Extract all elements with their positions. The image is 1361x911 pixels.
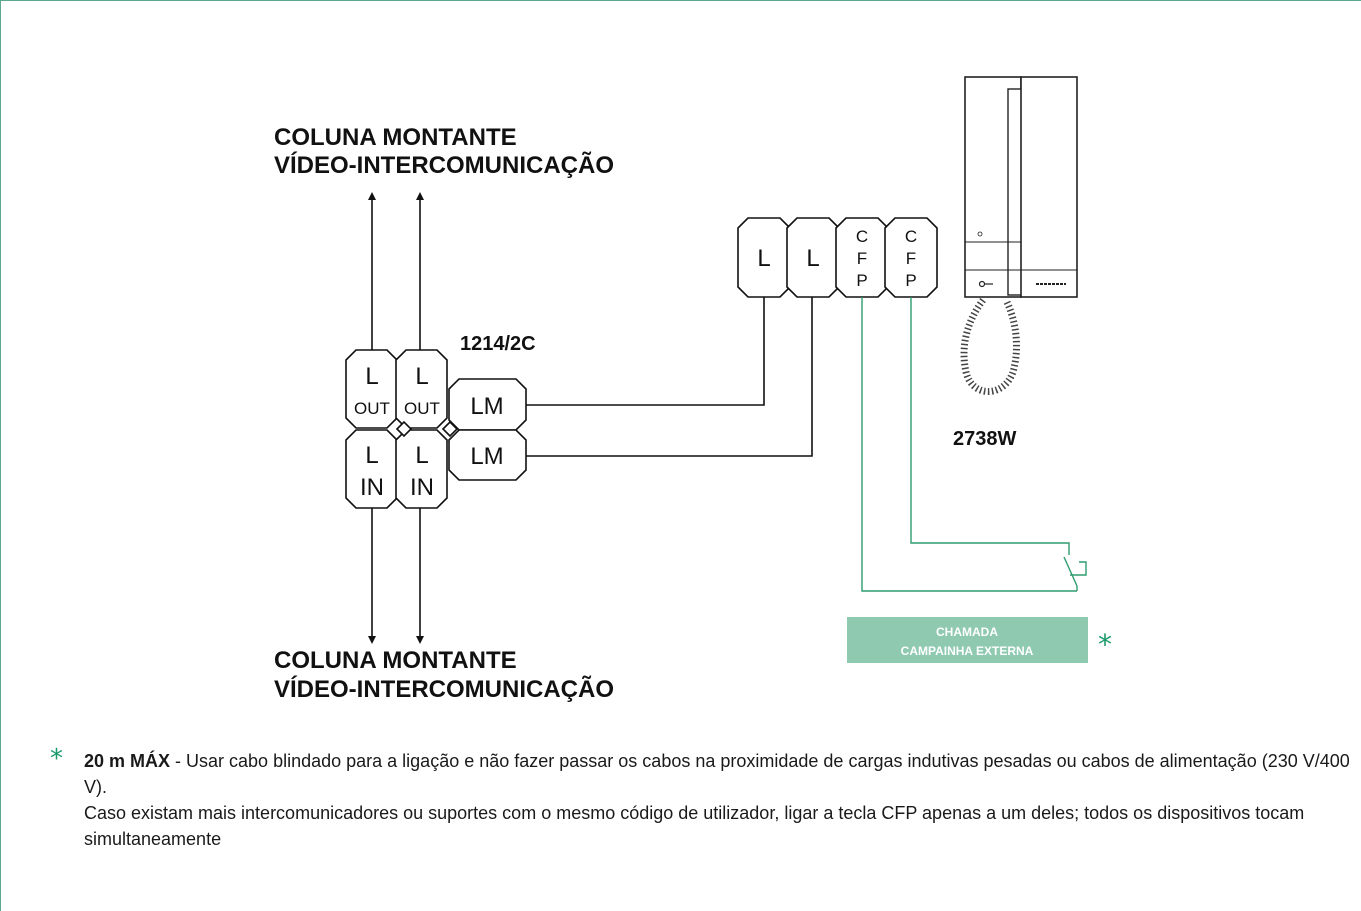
note-paragraph-2: Caso existam mais intercomunicadores ou … <box>84 803 1305 849</box>
lm-terminal-2-label: LM <box>470 443 503 470</box>
cfp-wire-1 <box>861 297 1077 592</box>
door-key-icon <box>978 280 993 288</box>
call-box-line1: CHAMADA <box>936 625 998 639</box>
lm-wires <box>526 297 813 457</box>
riser-top-line1: COLUNA MONTANTE <box>274 124 517 151</box>
riser-top-line2: VÍDEO-INTERCOMUNICAÇÃO <box>274 151 614 179</box>
phone-terminal-strip <box>737 217 938 298</box>
intercom-device <box>960 76 1078 395</box>
junction-diamond-2 <box>441 420 459 438</box>
cfp1-p: P <box>856 271 867 290</box>
cfp-wires <box>861 297 1087 592</box>
cfp2-c: C <box>905 227 917 246</box>
phone-terminal-l1-label: L <box>757 245 770 272</box>
out-terminal-2-bottom: OUT <box>404 399 440 418</box>
in-terminal-2 <box>395 429 448 509</box>
switch-contact-lever <box>1063 556 1078 587</box>
cfp2-f: F <box>906 249 916 268</box>
lm-terminal-2 <box>448 429 527 481</box>
cfp2-p: P <box>905 271 916 290</box>
distributor-block <box>345 349 527 509</box>
note-paragraph-1: 20 m MÁX - Usar cabo blindado para a lig… <box>84 748 1354 800</box>
led-icon <box>977 231 983 237</box>
lm-terminal-1-label: LM <box>470 393 503 420</box>
in-terminal-1 <box>345 429 398 509</box>
in-terminal-2-bottom: IN <box>410 474 434 501</box>
out-terminal-1-bottom: OUT <box>354 399 390 418</box>
junction-diamond-1 <box>395 420 413 438</box>
phone-terminal-cfp2 <box>884 217 938 298</box>
intercom-handset <box>1020 76 1078 298</box>
intercom-model: 2738W <box>953 428 1016 450</box>
out-terminal-2-top: L <box>415 363 428 390</box>
cfp-wire-2 <box>910 297 1070 555</box>
note-marker: * <box>50 744 63 774</box>
call-box-marker: * <box>1098 628 1112 661</box>
cfp1-f: F <box>857 249 867 268</box>
in-terminal-1-top: L <box>365 442 378 469</box>
switch-push-button <box>1070 561 1087 576</box>
riser-bottom-line2: VÍDEO-INTERCOMUNICAÇÃO <box>274 675 614 703</box>
cfp1-c: C <box>856 227 868 246</box>
handset-coiled-cord <box>960 297 1021 395</box>
note-text-1: - Usar cabo blindado para a ligação e nã… <box>84 751 1350 797</box>
note-bold: 20 m MÁX <box>84 751 171 771</box>
phone-terminal-l2-label: L <box>806 245 819 272</box>
phone-terminal-l2 <box>786 217 840 298</box>
riser-wires <box>368 192 424 644</box>
phone-terminal-l1 <box>737 217 791 298</box>
call-box-line2: CAMPAINHA EXTERNA <box>901 644 1034 658</box>
lm-wire-2 <box>526 297 813 457</box>
in-terminal-1-bottom: IN <box>360 474 384 501</box>
call-box <box>847 617 1088 663</box>
in-terminal-2-top: L <box>415 442 428 469</box>
riser-bottom-line1: COLUNA MONTANTE <box>274 647 517 674</box>
out-terminal-1 <box>345 349 398 429</box>
out-terminal-1-top: L <box>365 363 378 390</box>
phone-terminal-cfp1 <box>835 217 889 298</box>
distributor-model: 1214/2C <box>460 333 536 355</box>
installation-note: 20 m MÁX - Usar cabo blindado para a lig… <box>84 748 1354 852</box>
out-terminal-2 <box>395 349 448 429</box>
lm-wire-1 <box>526 297 765 406</box>
